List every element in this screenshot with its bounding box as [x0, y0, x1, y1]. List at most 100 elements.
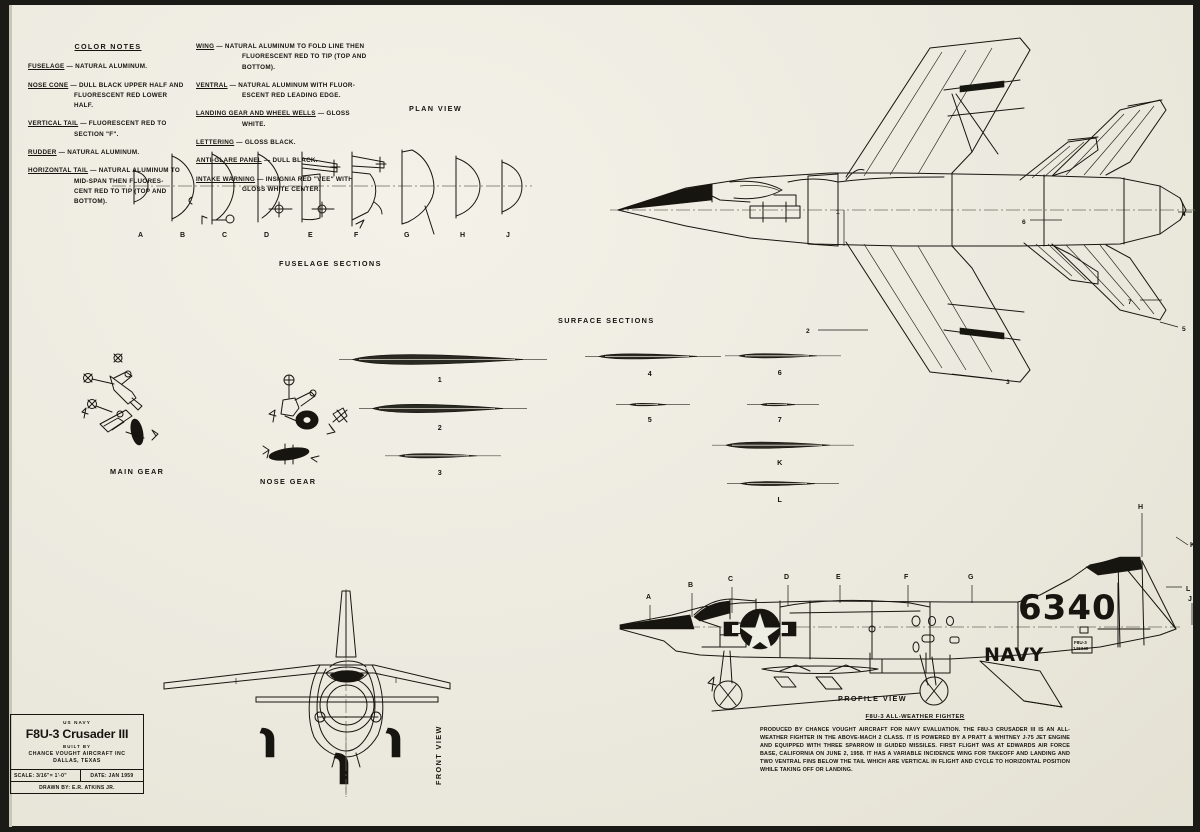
surface-section-6: 6 [720, 348, 841, 377]
surface-section-L: L [720, 476, 840, 504]
profile-station-L: L [1186, 586, 1191, 593]
title-block-date: DATE: JAN 1959 [90, 772, 134, 779]
color-note-term: ANTI-GLARE PANEL [196, 157, 262, 165]
description-block: F8U-3 ALL-WEATHER FIGHTER PRODUCED BY CH… [760, 714, 1070, 775]
profile-station-B: B [688, 582, 693, 589]
title-block-model: F8U-3 Crusader III [25, 727, 129, 741]
surface-section-7: 7 [720, 398, 840, 424]
color-note-continuation: BOTTOM). [74, 198, 108, 206]
title-block-drawn-by: DRAWN BY: E.R. ATKINS JR. [39, 784, 115, 791]
color-note-term: VERTICAL TAIL [28, 120, 79, 128]
fuselage-section-letter-C: C [222, 232, 228, 239]
color-note-value: — NATURAL ALUMINUM. [64, 63, 148, 71]
plan-view-drawing: 1 2 3 4 5 6 7 [600, 30, 1195, 410]
description-body: PRODUCED BY CHANCE VOUGHT AIRCRAFT FOR N… [760, 727, 1070, 774]
color-note-term: NOSE CONE [28, 81, 69, 89]
color-note-value: — DULL BLACK. [261, 157, 318, 165]
profile-station-D: D [784, 574, 789, 581]
color-note-value: — NATURAL ALUMINUM WITH FLUOR- [227, 81, 356, 89]
surface-sections-label: SURFACE SECTIONS [558, 316, 655, 325]
surface-section-label-6: 6 [777, 367, 783, 377]
color-note-item: RUDDER — NATURAL ALUMINUM. [28, 148, 188, 158]
color-note-continuation: SECTION "F". [74, 130, 119, 138]
surface-section-K: K [712, 436, 854, 468]
surface-section-2: 2 [359, 398, 527, 432]
color-note-item: NOSE CONE — DULL BLACK UPPER HALF AND FLU… [28, 81, 188, 112]
surface-section-label-7: 7 [777, 415, 783, 425]
surface-section-label-4: 4 [647, 368, 653, 378]
profile-station-F: F [904, 574, 909, 581]
profile-station-J: J [1188, 596, 1192, 603]
color-note-value: — GLOSS [315, 110, 350, 118]
surface-section-1: 1 [339, 348, 547, 384]
color-note-term: LANDING GEAR AND WHEEL WELLS [196, 110, 316, 118]
color-note-value: — DULL BLACK UPPER HALF AND [68, 81, 184, 89]
surface-section-5: 5 [590, 398, 710, 424]
plan-callout-5: 5 [1182, 326, 1186, 333]
sheet-border-left [0, 0, 9, 832]
sheet-border-bottom [0, 826, 1200, 832]
color-note-continuation: FLUORESCENT RED LOWER HALF. [74, 91, 168, 110]
sheet-border-top [0, 0, 1200, 5]
color-notes-right-column: WING — NATURAL ALUMINUM TO FOLD LINE THE… [196, 42, 386, 203]
fuselage-sections-drawing [112, 140, 532, 240]
front-view-label: FRONT VIEW [434, 725, 443, 785]
color-note-continuation: MID-SPAN THEN FLUORES- [74, 177, 164, 185]
description-heading: F8U-3 ALL-WEATHER FIGHTER [865, 714, 965, 720]
profile-station-H: H [1138, 504, 1143, 511]
color-note-item: FUSELAGE — NATURAL ALUMINUM. [28, 62, 188, 72]
color-note-continuation: FLUORESCENT RED TO TIP (TOP AND [242, 53, 367, 61]
plan-callout-6: 6 [1022, 219, 1026, 226]
color-note-value: — INSIGNIA RED "VEE" WITH [255, 175, 354, 183]
surface-section-label-5: 5 [647, 415, 653, 425]
surface-section-label-K: K [777, 458, 783, 468]
navy-marking: NAVY [984, 644, 1044, 666]
main-gear-drawing [70, 352, 200, 462]
color-note-item: LETTERING — GLOSS BLACK. [196, 138, 386, 148]
title-block-scale: SCALE: 3/16"= 1'-0" [11, 770, 81, 781]
color-notes-heading: COLOR NOTES [74, 42, 142, 51]
fuselage-section-letter-A: A [138, 232, 144, 239]
profile-station-K: K [1190, 542, 1195, 549]
profile-station-C: C [728, 576, 733, 583]
main-gear-label: MAIN GEAR [110, 467, 165, 476]
color-note-continuation: ESCENT RED LEADING EDGE. [242, 92, 341, 100]
color-note-continuation: BOTTOM). [242, 63, 276, 71]
title-block-built-by: BUILT BY [63, 744, 91, 749]
fuselage-section-letter-J: J [506, 232, 510, 239]
color-note-continuation: WHITE. [242, 120, 266, 128]
surface-section-label-1: 1 [437, 375, 443, 384]
plan-callout-7: 7 [1128, 299, 1132, 306]
fuselage-section-letter-H: H [460, 232, 466, 239]
plan-callout-4: 4 [1182, 211, 1186, 218]
tail-stencil-line1: F8U-3 [1074, 640, 1087, 645]
color-note-term: INTAKE WARNING [196, 175, 256, 183]
surface-section-3: 3 [380, 448, 501, 477]
sheet-border-left-inner [9, 5, 12, 827]
profile-view-label: PROFILE VIEW [838, 694, 908, 703]
surface-section-label-2: 2 [437, 423, 443, 432]
title-block-main: US NAVY F8U-3 Crusader III BUILT BY CHAN… [11, 715, 143, 770]
color-note-value: — NATURAL ALUMINUM. [56, 149, 140, 157]
plan-callout-3: 3 [1006, 379, 1010, 386]
profile-station-G: G [968, 574, 974, 581]
fuselage-section-letter-E: E [308, 232, 313, 239]
plan-view-label: PLAN VIEW [409, 104, 463, 113]
bureau-number-marking: 6340 [1018, 588, 1117, 628]
fuselage-sections-label: FUSELAGE SECTIONS [279, 259, 382, 268]
fuselage-section-letter-G: G [404, 232, 410, 239]
color-notes-left-column: COLOR NOTES FUSELAGE — NATURAL ALUMINUM.… [28, 42, 188, 216]
title-block-manufacturer-line2: DALLAS, TEXAS [53, 758, 101, 764]
plan-callout-2: 2 [806, 328, 810, 335]
color-note-term: FUSELAGE [28, 63, 65, 71]
color-note-continuation: CENT RED TO TIP (TOP AND [74, 187, 167, 195]
fuselage-section-letter-F: F [354, 232, 359, 239]
surface-section-label-3: 3 [437, 467, 443, 477]
color-note-item: ANTI-GLARE PANEL — DULL BLACK. [196, 156, 386, 166]
nose-gear-drawing [255, 372, 365, 472]
surface-section-4: 4 [585, 348, 721, 378]
fuselage-section-letter-D: D [264, 232, 270, 239]
